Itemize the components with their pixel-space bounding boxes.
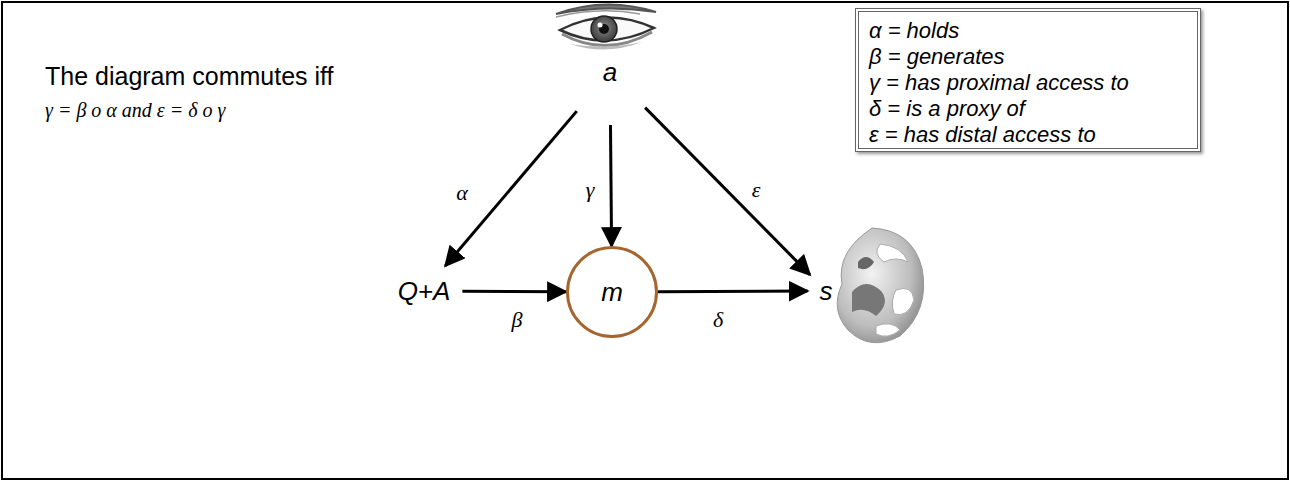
arrow-connector [445,111,576,266]
diagram-object: a [599,53,621,91]
key-entry: ε = has distal access to [869,122,1096,147]
edge-label: δ [711,308,725,332]
blob-illustration [837,228,923,343]
arrow-connector [610,125,611,246]
key-box: α = holdsβ = generatesγ = has proximal a… [855,8,1201,152]
circled-node: m [566,246,658,338]
edge-label: β [510,308,525,332]
arrow-connector [645,108,810,275]
diagram-title: The diagram commutes iff [45,62,334,90]
node-text: s [820,276,833,306]
key-entry: δ = is a proxy of [869,96,1025,121]
node-text: Q+A [398,276,451,306]
edge-label: α [454,181,470,205]
eye-illustration [556,4,656,49]
formula-note: γ = β o α and ε = δ o γ [45,98,225,122]
edge-label: γ [584,178,597,202]
diagram-object: s [816,272,837,310]
key-entry: γ = has proximal access to [869,70,1129,95]
key-entry: β = generates [869,44,1005,69]
key-entry: α = holds [869,18,959,43]
arrow-connector [658,290,808,294]
arrow-connector [462,290,566,294]
edge-label: ε [750,178,763,202]
diagram-object: Q+A [394,272,455,310]
node-text: a [603,57,617,87]
node-text: m [601,277,623,307]
